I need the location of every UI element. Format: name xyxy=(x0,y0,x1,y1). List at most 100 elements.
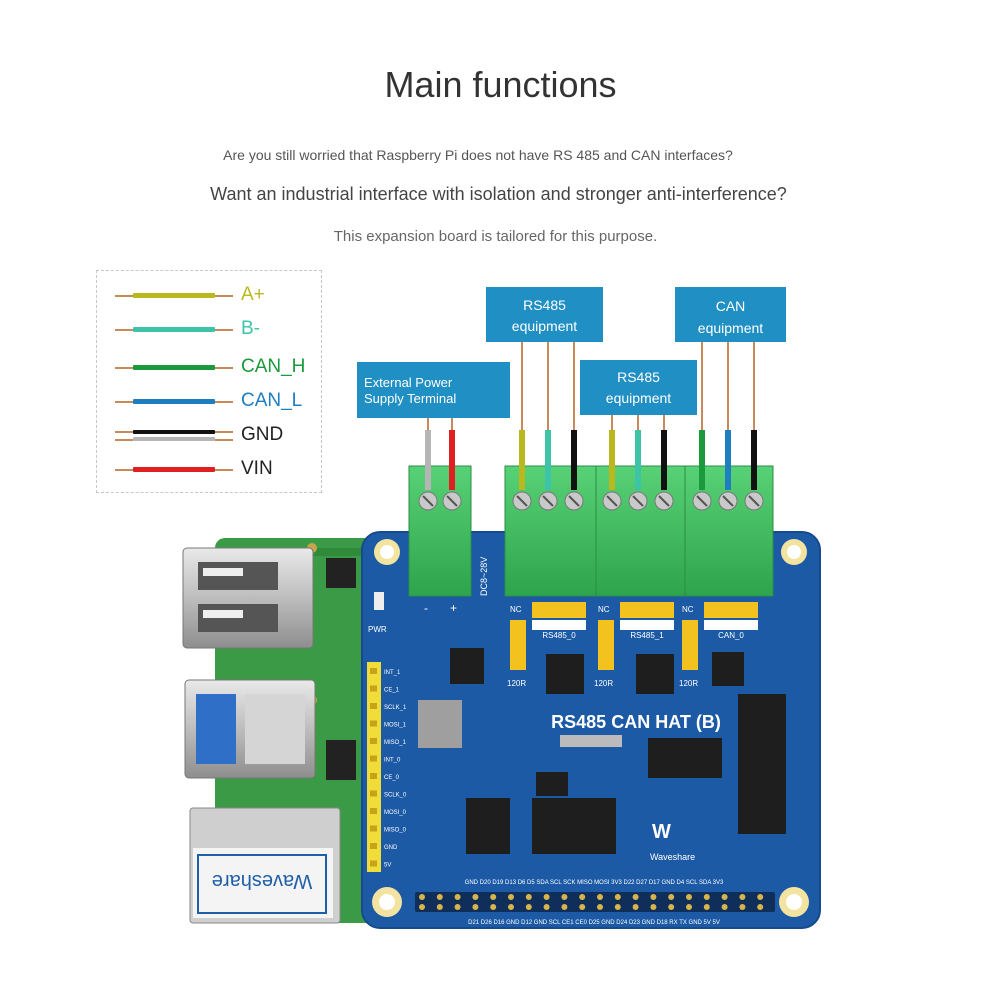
terminator-label: 120R xyxy=(507,679,526,688)
terminator-jumper xyxy=(510,620,526,670)
terminator-label: 120R xyxy=(679,679,698,688)
screw-slot xyxy=(446,495,458,507)
side-pin-label: MISO_0 xyxy=(384,828,407,834)
wire-legend: A+ B- CAN_H CAN_L GND xyxy=(96,270,322,493)
gpio-pin xyxy=(525,904,532,910)
wire-swatch-can-h xyxy=(133,365,215,370)
terminator-label: 120R xyxy=(594,679,613,688)
gpio-pin xyxy=(739,894,746,900)
brand-label: Waveshare xyxy=(650,852,695,862)
intro-line-2: Want an industrial interface with isolat… xyxy=(210,184,787,204)
ethernet-port: Waveshare xyxy=(189,807,341,924)
side-pin-label: INT_0 xyxy=(384,758,401,764)
callout-line: equipment xyxy=(605,390,672,406)
voltage-label: DC8~28V xyxy=(479,557,489,596)
gpio-pin xyxy=(543,904,550,910)
gpio-pin xyxy=(508,904,514,910)
side-pin-label: INT_1 xyxy=(384,670,401,676)
pwr-label: PWR xyxy=(368,625,387,634)
side-pin-label: SCLK_1 xyxy=(384,705,407,711)
page-title: Main functions xyxy=(384,64,617,105)
pi-sticker-label: Waveshare xyxy=(212,870,312,892)
side-pin-label: CE_1 xyxy=(384,688,400,694)
gpio-pin xyxy=(597,904,603,910)
gpio-pin xyxy=(579,894,586,900)
side-pin-label: GND xyxy=(384,845,398,851)
legend-label: B- xyxy=(241,318,260,339)
gpio-pin xyxy=(472,894,479,900)
callout-line: CAN xyxy=(715,298,746,314)
nc-label: NC xyxy=(598,605,610,614)
side-pin xyxy=(370,668,377,674)
gpio-header xyxy=(415,892,775,912)
gpio-pin xyxy=(686,894,692,900)
gpio-pin xyxy=(454,894,461,900)
terminator-jumper xyxy=(598,620,614,670)
rs485-0-terminal-block xyxy=(504,465,599,597)
jumper-label: CAN_0 xyxy=(718,631,744,640)
gpio-pin xyxy=(632,904,639,910)
plus-label: + xyxy=(450,601,457,615)
inductor xyxy=(418,700,462,748)
gpio-pin xyxy=(472,904,479,910)
waveshare-logo: W xyxy=(652,821,671,843)
screw-slot xyxy=(606,495,618,507)
callout-line: RS485 xyxy=(617,369,660,385)
screw-slot xyxy=(568,495,580,507)
wire-swatch-b-minus xyxy=(133,327,215,332)
rs485-equipment-callout-a: RS485 equipment xyxy=(486,287,603,342)
side-pin-header xyxy=(367,662,381,872)
legend-item-can-h: CAN_H xyxy=(97,353,323,383)
mounting-hole xyxy=(372,539,809,917)
legend-label: GND xyxy=(241,424,284,445)
intro-line-1: Are you still worried that Raspberry Pi … xyxy=(223,147,733,163)
callout-line: RS485 xyxy=(523,297,566,313)
legend-label: CAN_L xyxy=(241,390,303,411)
gpio-pin xyxy=(632,894,639,900)
side-pin xyxy=(370,755,377,762)
can-equipment-callout: CAN equipment xyxy=(675,287,786,342)
gpio-pin xyxy=(739,904,746,910)
gpio-pin xyxy=(614,904,621,910)
power-terminal-callout: External Power Supply Terminal xyxy=(357,362,510,418)
gpio-pin xyxy=(757,904,764,910)
gpio-pin xyxy=(686,904,692,910)
power-terminal-block xyxy=(408,465,472,597)
side-pin-label: SCLK_0 xyxy=(384,793,407,799)
wire-swatch-vin xyxy=(133,467,215,472)
wire-swatch-gnd xyxy=(133,430,215,434)
gpio-pin xyxy=(490,904,497,910)
screw-slot xyxy=(722,495,734,507)
screw-slot xyxy=(696,495,708,507)
screw-slot xyxy=(632,495,644,507)
gpio-pin xyxy=(703,904,710,910)
rs485-equipment-callout-b: RS485 equipment xyxy=(580,360,697,415)
screw-slot xyxy=(748,495,760,507)
legend-item-vin: VIN xyxy=(97,455,323,485)
side-pin xyxy=(370,790,377,797)
gpio-pin xyxy=(597,894,603,900)
usb-port-lower xyxy=(184,679,316,779)
gpio-pin xyxy=(721,894,728,900)
jumper-label: RS485_1 xyxy=(630,631,664,640)
side-pin xyxy=(370,685,377,692)
ic-chip xyxy=(450,648,786,854)
usb-port-upper xyxy=(182,547,314,649)
terminator-jumper xyxy=(682,620,698,670)
side-pin xyxy=(370,825,377,832)
board-name: RS485 CAN HAT (B) xyxy=(551,712,721,732)
legend-item-gnd: GND xyxy=(97,421,323,451)
gpio-pin xyxy=(650,904,657,910)
legend-item-a-plus: A+ xyxy=(97,281,323,311)
jumper-rs485-0 xyxy=(532,602,586,630)
side-pin xyxy=(370,720,377,727)
gpio-pin xyxy=(543,894,550,900)
screw-slot xyxy=(516,495,528,507)
side-pin-label: 5V xyxy=(384,863,391,869)
side-pin xyxy=(370,843,377,849)
gpio-pin xyxy=(721,904,728,910)
legend-label: VIN xyxy=(241,458,273,479)
gpio-pin xyxy=(650,894,657,900)
